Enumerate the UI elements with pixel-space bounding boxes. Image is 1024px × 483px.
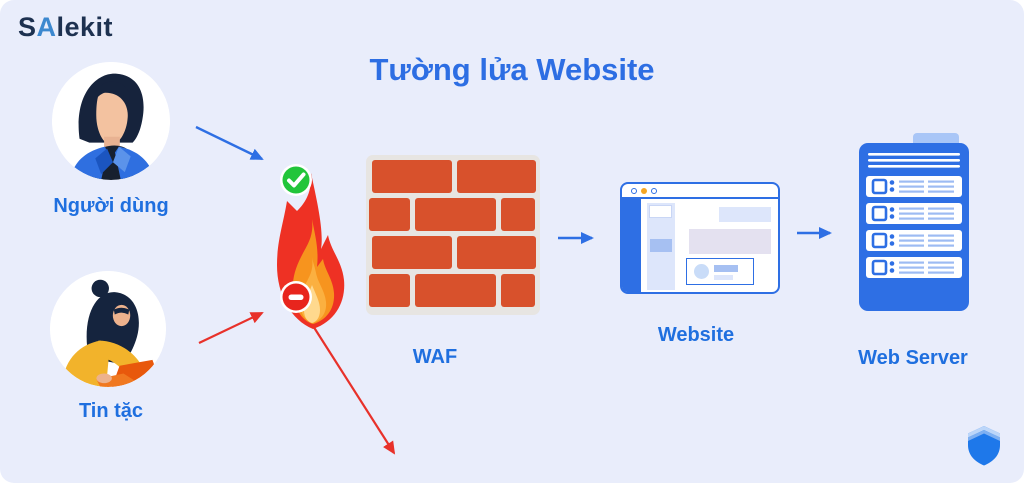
arrow-hacker-to-waf xyxy=(198,312,264,344)
sidebar-box xyxy=(649,205,672,218)
user-avatar xyxy=(52,62,170,180)
server-units xyxy=(866,176,962,278)
bricks xyxy=(369,160,536,307)
browser-sidebar-column xyxy=(647,203,675,290)
server-label: Web Server xyxy=(858,347,968,369)
content-card xyxy=(686,258,754,285)
server-rack-icon xyxy=(859,133,969,311)
sidebar-box-highlight xyxy=(650,239,672,252)
logo-part-rest: lekit xyxy=(56,12,114,42)
browser-dot-icon xyxy=(631,187,637,194)
content-placeholder xyxy=(689,229,771,254)
browser-topbar xyxy=(622,184,778,199)
content-placeholder xyxy=(719,207,771,222)
website-label: Website xyxy=(657,324,735,346)
page-title: Tường lửa Website xyxy=(369,52,655,87)
check-badge-icon xyxy=(280,164,312,196)
arrow-blocked-deflect xyxy=(307,317,396,455)
card-text-bar xyxy=(714,275,733,280)
waf-label: WAF xyxy=(412,346,458,368)
card-text-bar xyxy=(714,265,738,272)
hacker-avatar xyxy=(50,271,166,387)
logo-part-a: A xyxy=(36,12,57,42)
browser-dot-icon xyxy=(641,187,647,194)
hacker-label: Tin tặc xyxy=(78,400,144,422)
user-label: Người dùng xyxy=(53,195,169,217)
browser-left-strip xyxy=(622,199,641,292)
salekit-logo: SAlekit xyxy=(18,12,113,43)
card-avatar-circle xyxy=(694,264,709,279)
minus-badge-icon xyxy=(280,281,312,313)
hacker-person-illustration xyxy=(50,271,166,387)
user-person-illustration xyxy=(52,62,170,180)
brick-wall xyxy=(366,155,540,315)
firewall-flame-brick-wall-icon xyxy=(277,155,540,329)
browser-dot-icon xyxy=(651,187,657,194)
shield-icon xyxy=(968,426,1000,466)
logo-part-s: S xyxy=(18,12,37,42)
browser-window-icon xyxy=(620,182,780,294)
arrow-user-to-waf xyxy=(195,125,264,161)
